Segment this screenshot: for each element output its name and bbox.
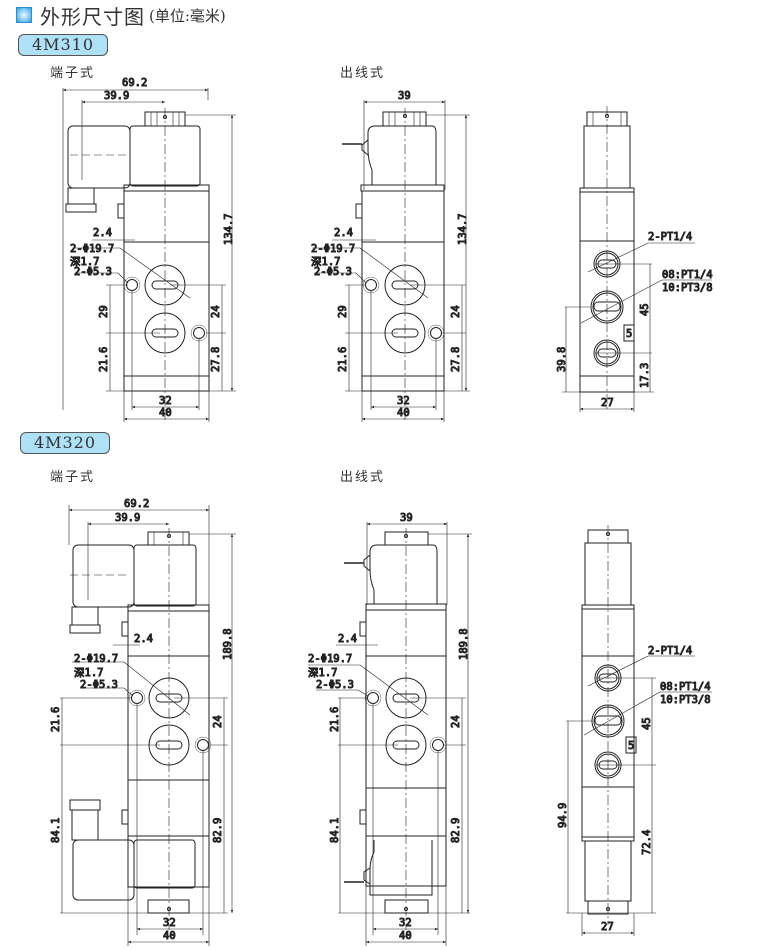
svg-text:40: 40 xyxy=(163,930,176,942)
svg-text:2-Φ19.7: 2-Φ19.7 xyxy=(308,653,352,665)
svg-text:21.6: 21.6 xyxy=(50,707,62,732)
svg-text:27.8: 27.8 xyxy=(210,347,222,372)
svg-text:39: 39 xyxy=(400,512,413,524)
model-badge-4m310: 4M310 xyxy=(18,34,108,56)
drawing-4m310-lead-wire: 39 2-Φ19.7 深1.7 2-Φ5.3 2.4 29 21.6 xyxy=(311,90,470,422)
svg-text:29: 29 xyxy=(337,305,349,318)
svg-text:24: 24 xyxy=(210,305,222,318)
page-title: 外形尺寸图 xyxy=(40,4,145,29)
svg-text:17.3: 17.3 xyxy=(639,363,651,388)
svg-text:45: 45 xyxy=(641,717,653,730)
svg-text:2-Φ5.3: 2-Φ5.3 xyxy=(316,679,354,691)
svg-text:24: 24 xyxy=(212,715,224,728)
svg-text:72.4: 72.4 xyxy=(641,830,653,855)
svg-text:134.7: 134.7 xyxy=(223,213,235,245)
drawing-4m310-terminal: 69.2 39.9 2-Φ19.7 深1.7 xyxy=(62,77,236,422)
svg-text:深1.7: 深1.7 xyxy=(311,256,340,268)
svg-text:39.9: 39.9 xyxy=(104,90,129,102)
blue-square-icon xyxy=(16,7,32,23)
svg-text:82.9: 82.9 xyxy=(450,818,462,843)
svg-text:84.1: 84.1 xyxy=(329,818,341,843)
svg-text:32: 32 xyxy=(399,917,412,929)
drawing-4m320-terminal: 69.2 39.9 2-Φ19.7 xyxy=(50,498,236,946)
svg-text:27: 27 xyxy=(601,397,614,409)
svg-text:2-Φ19.7: 2-Φ19.7 xyxy=(74,653,118,665)
svg-text:134.7: 134.7 xyxy=(457,213,469,245)
drawing-4m320-side: 5 2-PT1/4 08:PT1/4 10:PT3/8 45 72.4 94.9… xyxy=(557,525,712,936)
svg-text:40: 40 xyxy=(397,407,410,419)
svg-text:深1.7: 深1.7 xyxy=(70,256,99,268)
svg-text:21.6: 21.6 xyxy=(98,347,110,372)
svg-text:21.6: 21.6 xyxy=(337,347,349,372)
svg-text:82.9: 82.9 xyxy=(212,818,224,843)
svg-text:189.8: 189.8 xyxy=(222,628,234,660)
svg-text:40: 40 xyxy=(399,930,412,942)
svg-text:189.8: 189.8 xyxy=(458,628,470,660)
svg-text:40: 40 xyxy=(159,407,172,419)
svg-text:深1.7: 深1.7 xyxy=(308,667,337,679)
svg-text:2.4: 2.4 xyxy=(93,227,112,239)
svg-text:2.4: 2.4 xyxy=(334,227,353,239)
view-label-lead-wire: 出线式 xyxy=(340,66,386,81)
svg-text:29: 29 xyxy=(98,305,110,318)
svg-text:2-Φ5.3: 2-Φ5.3 xyxy=(80,679,118,691)
svg-text:10:PT3/8: 10:PT3/8 xyxy=(662,282,713,294)
svg-text:2-Φ19.7: 2-Φ19.7 xyxy=(311,243,355,255)
section-header: 外形尺寸图 (单位:毫米) xyxy=(16,4,226,29)
svg-text:2-PT1/4: 2-PT1/4 xyxy=(648,231,692,243)
svg-text:21.6: 21.6 xyxy=(329,707,341,732)
svg-text:2.4: 2.4 xyxy=(134,633,153,645)
unit-label: (单位:毫米) xyxy=(149,6,226,25)
svg-text:39.8: 39.8 xyxy=(556,347,568,372)
svg-text:39: 39 xyxy=(398,90,411,102)
drawing-4m320-lead-wire: 39 2-Φ19.7 深1.7 2-Φ5.3 2.4 xyxy=(308,512,472,946)
svg-text:2-Φ5.3: 2-Φ5.3 xyxy=(74,266,112,278)
drawing-4m310-side: 5 2-PT1/4 08:PT1/4 10:PT3/8 45 17.3 39.8… xyxy=(556,106,713,412)
svg-text:08:PT1/4: 08:PT1/4 xyxy=(662,269,713,281)
svg-text:94.9: 94.9 xyxy=(557,803,569,828)
svg-text:32: 32 xyxy=(159,395,172,407)
svg-text:2.4: 2.4 xyxy=(338,633,357,645)
svg-text:2-Φ19.7: 2-Φ19.7 xyxy=(70,243,114,255)
svg-text:84.1: 84.1 xyxy=(50,818,62,843)
view-label-terminal: 端子式 xyxy=(50,66,96,81)
view-label-lead-wire: 出线式 xyxy=(340,470,386,485)
svg-text:69.2: 69.2 xyxy=(122,77,147,89)
svg-text:45: 45 xyxy=(639,303,651,316)
svg-text:27: 27 xyxy=(601,921,614,933)
svg-text:32: 32 xyxy=(163,917,176,929)
svg-text:08:PT1/4: 08:PT1/4 xyxy=(660,681,711,693)
svg-text:5: 5 xyxy=(626,328,632,340)
model-badge-4m320: 4M320 xyxy=(20,432,110,454)
svg-text:2-PT1/4: 2-PT1/4 xyxy=(648,645,692,657)
svg-text:39.9: 39.9 xyxy=(115,512,140,524)
svg-text:27.8: 27.8 xyxy=(450,347,462,372)
svg-text:5: 5 xyxy=(628,740,634,752)
svg-text:2-Φ5.3: 2-Φ5.3 xyxy=(314,266,352,278)
svg-text:10:PT3/8: 10:PT3/8 xyxy=(660,694,711,706)
svg-text:69.2: 69.2 xyxy=(124,498,149,510)
svg-text:24: 24 xyxy=(450,305,462,318)
svg-text:深1.7: 深1.7 xyxy=(74,667,103,679)
view-label-terminal: 端子式 xyxy=(50,470,96,485)
svg-text:24: 24 xyxy=(450,715,462,728)
svg-text:32: 32 xyxy=(397,395,410,407)
